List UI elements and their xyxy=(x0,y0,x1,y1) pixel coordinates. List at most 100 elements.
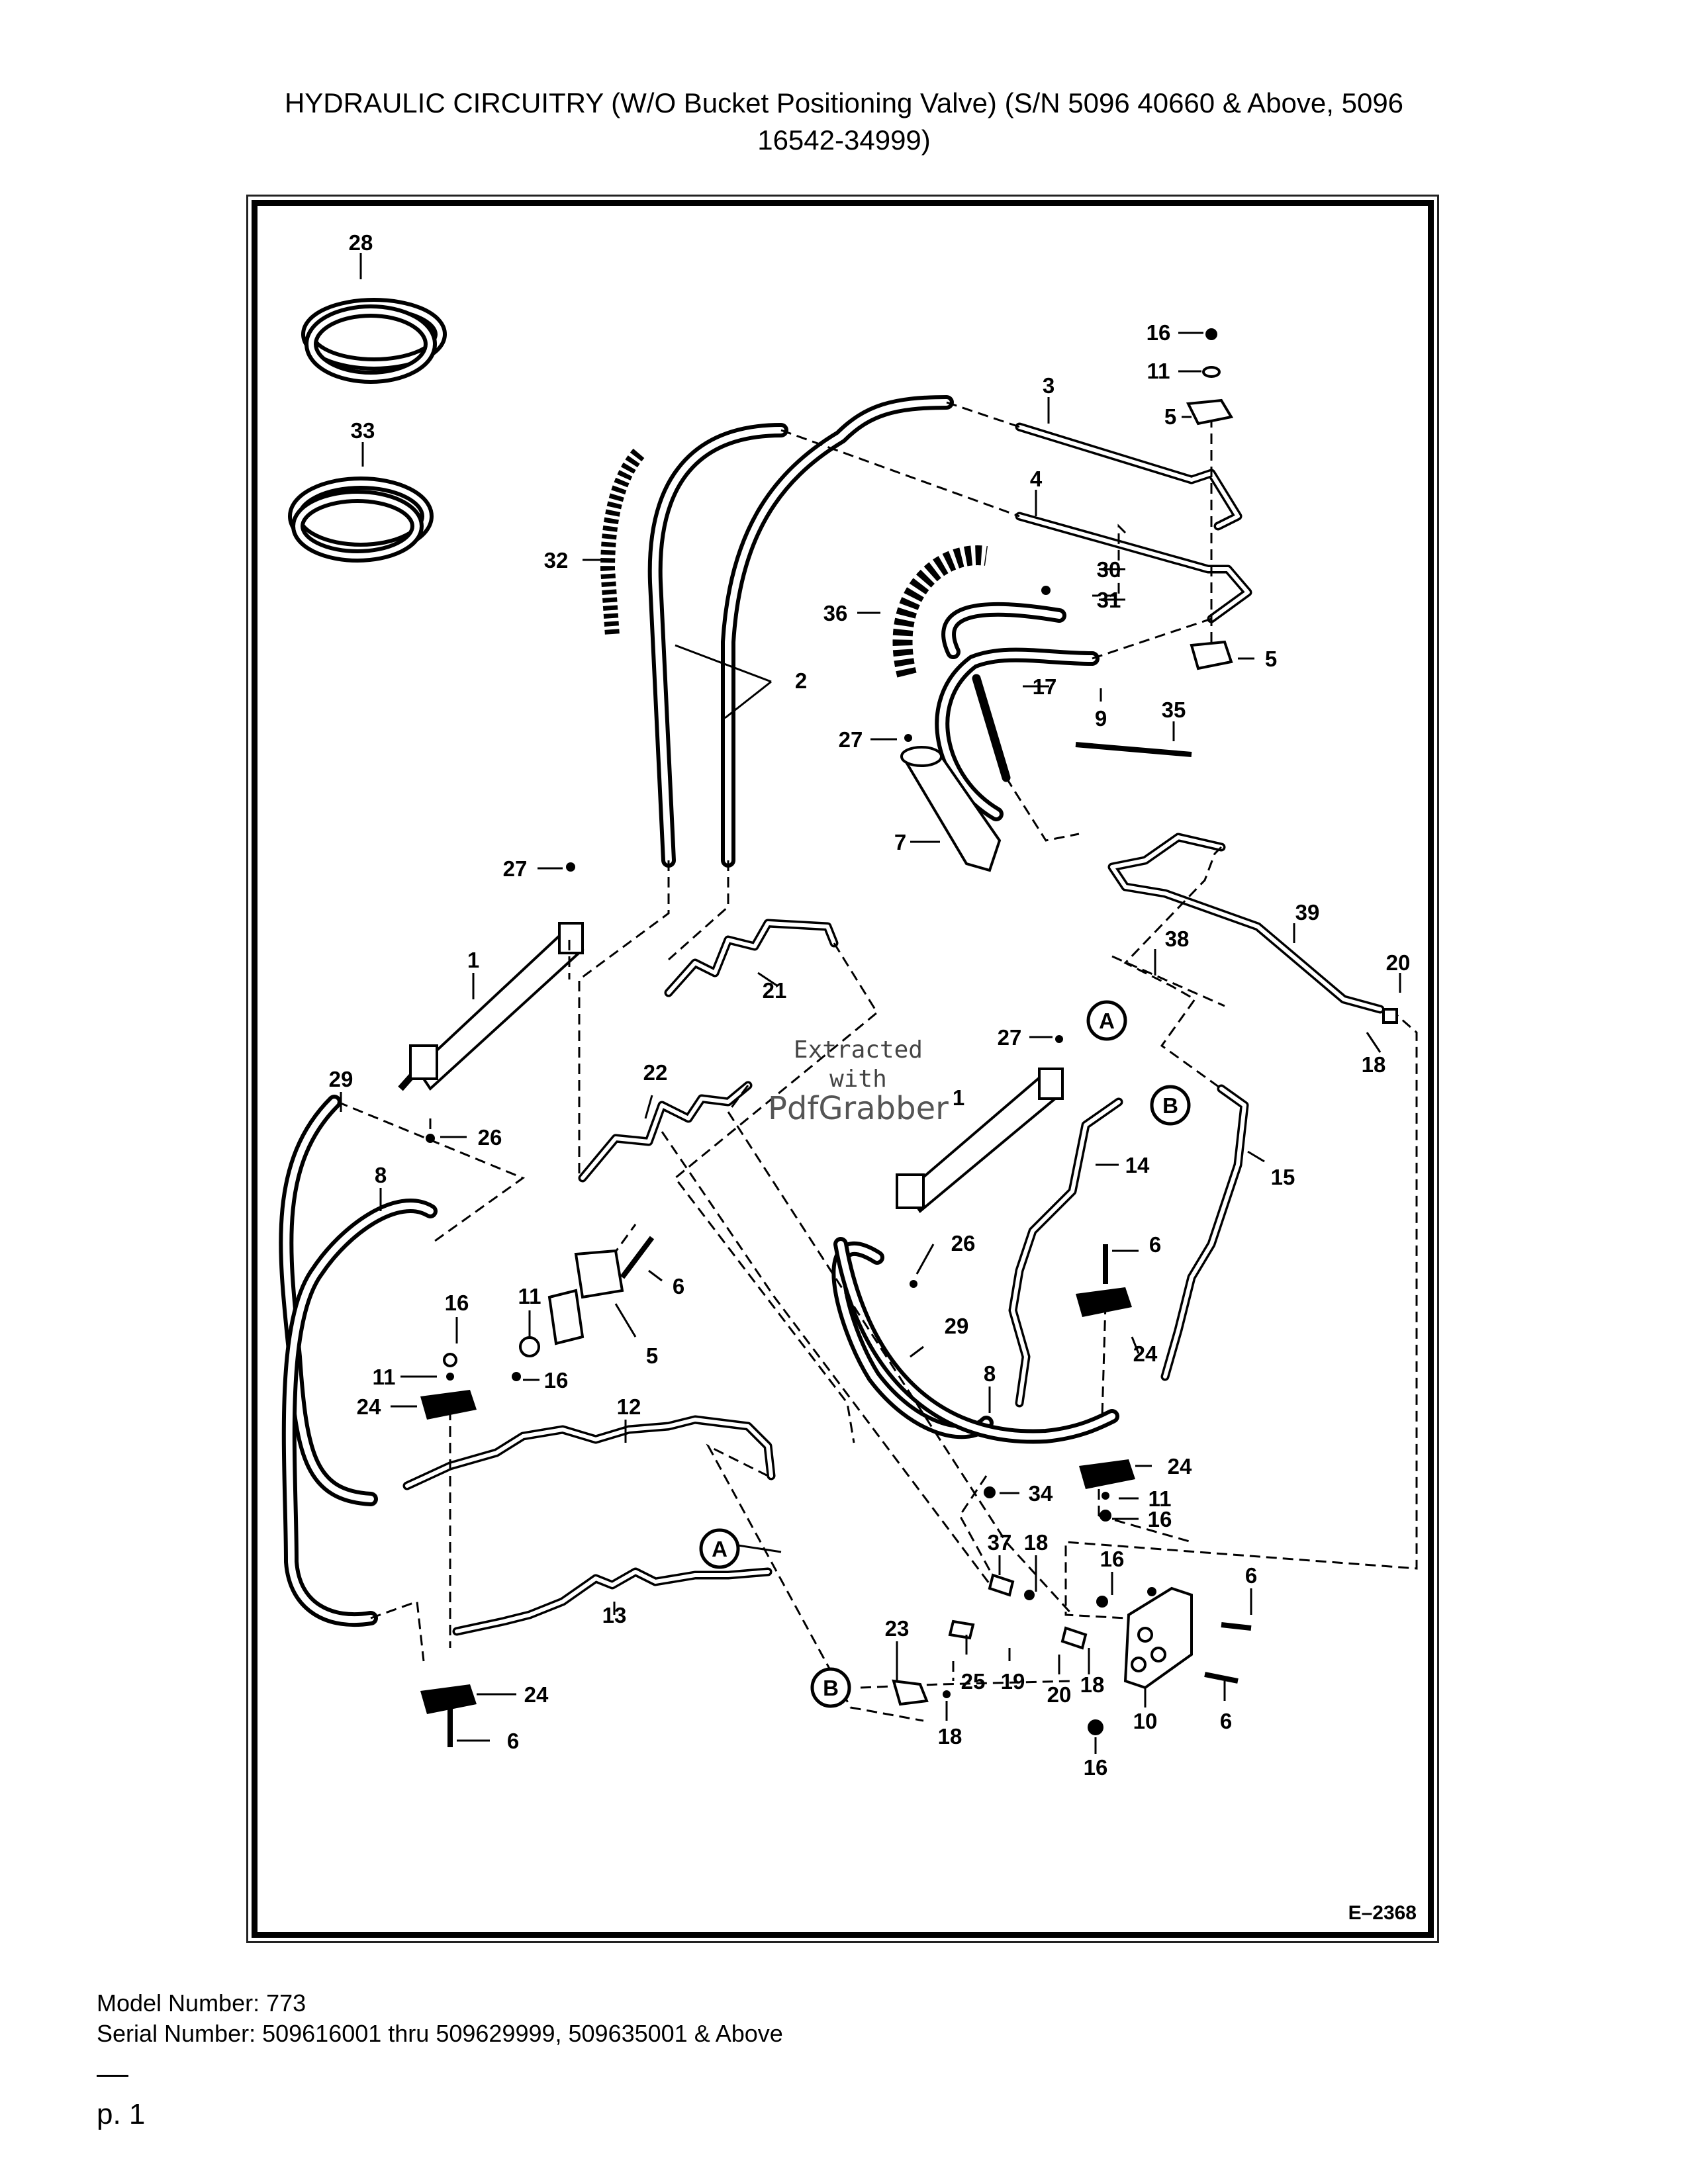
callout-18d: 18 xyxy=(938,1724,962,1749)
callout-16a: 16 xyxy=(1147,320,1171,345)
watermark-line-1: Extracted xyxy=(793,1036,923,1064)
callout-6b: 6 xyxy=(1149,1232,1161,1257)
callout-14: 14 xyxy=(1125,1153,1150,1177)
callout-31: 31 xyxy=(1097,588,1121,612)
callout-35: 35 xyxy=(1162,698,1186,722)
connector-a-upper: A xyxy=(1086,1000,1127,1041)
watermark-brand: PdfGrabber xyxy=(768,1090,949,1127)
callout-36: 36 xyxy=(823,601,848,625)
callout-leaders xyxy=(340,253,1401,1754)
callout-labels: 28 33 32 2 16 11 5 3 4 30 31 36 17 9 5 3… xyxy=(329,230,1411,1780)
tubes-3-4 xyxy=(1015,422,1252,623)
watermark-line-2: with xyxy=(829,1066,887,1093)
callout-37: 37 xyxy=(988,1530,1012,1555)
callout-4: 4 xyxy=(1030,467,1043,491)
connector-b-upper: B xyxy=(1150,1085,1191,1126)
footer-rule xyxy=(97,2075,128,2077)
spiral-wrap-32 xyxy=(600,448,645,636)
callout-2: 2 xyxy=(795,668,807,693)
callout-13: 13 xyxy=(602,1603,627,1627)
callout-16f: 16 xyxy=(1084,1755,1108,1780)
callout-1a: 1 xyxy=(467,948,479,972)
callout-6e: 6 xyxy=(507,1729,519,1753)
footer: Model Number: 773 Serial Number: 5096160… xyxy=(97,1988,783,2049)
callout-5b: 5 xyxy=(1265,647,1277,671)
fittings xyxy=(426,328,1398,1735)
callout-20b: 20 xyxy=(1047,1682,1072,1707)
connector-a-upper-label: A xyxy=(1099,1009,1115,1033)
connector-b-lower: B xyxy=(810,1667,851,1708)
rod-35 xyxy=(1075,742,1192,757)
diagram-code: E–2368 xyxy=(1348,1902,1417,1924)
watermark: Extracted with PdfGrabber xyxy=(768,1036,949,1127)
callout-27a: 27 xyxy=(839,727,863,752)
callout-1b: 1 xyxy=(953,1085,964,1110)
callout-27c: 27 xyxy=(998,1025,1022,1050)
callout-39: 39 xyxy=(1295,900,1320,925)
hoses-2 xyxy=(647,395,954,868)
serial-number: Serial Number: 509616001 thru 509629999,… xyxy=(97,2020,783,2047)
callout-24c: 24 xyxy=(1168,1454,1192,1479)
coiled-hose-33 xyxy=(288,477,434,563)
coiled-hose-28 xyxy=(301,298,447,384)
callout-10: 10 xyxy=(1133,1709,1158,1733)
callout-16d: 16 xyxy=(1148,1507,1172,1531)
callout-11d: 11 xyxy=(1149,1486,1172,1511)
callout-24b: 24 xyxy=(1133,1342,1158,1366)
callout-19: 19 xyxy=(1001,1669,1025,1694)
callout-8a: 8 xyxy=(375,1163,387,1187)
callout-11c: 11 xyxy=(373,1365,396,1389)
callout-6c: 6 xyxy=(1245,1563,1257,1588)
model-number: Model Number: 773 xyxy=(97,1989,306,2017)
cylinder-1-right xyxy=(896,1068,1064,1213)
connector-b-upper-label: B xyxy=(1162,1093,1178,1118)
callout-18c: 18 xyxy=(1080,1672,1105,1697)
callout-28: 28 xyxy=(349,230,373,255)
cylinder-7 xyxy=(900,746,1002,872)
callout-5a: 5 xyxy=(1164,404,1176,429)
connector-a-lower-label: A xyxy=(712,1537,727,1561)
diagram-frame-outer xyxy=(246,195,1439,1943)
callout-25: 25 xyxy=(961,1669,986,1694)
callout-29a: 29 xyxy=(329,1067,353,1091)
callout-24a: 24 xyxy=(357,1394,381,1419)
page-title: HYDRAULIC CIRCUITRY (W/O Bucket Position… xyxy=(132,85,1556,159)
cylinder-1-left xyxy=(398,922,585,1091)
callout-3: 3 xyxy=(1043,373,1055,398)
bolts xyxy=(447,1236,1252,1747)
callout-33: 33 xyxy=(351,418,375,443)
callout-16c: 16 xyxy=(544,1368,569,1392)
control-valve-10 xyxy=(1123,1586,1193,1690)
callout-23: 23 xyxy=(885,1616,910,1641)
hose-36 xyxy=(892,545,988,678)
page-number: p. 1 xyxy=(97,2098,146,2130)
callout-6d: 6 xyxy=(1220,1709,1232,1733)
connector-a-lower: A xyxy=(699,1528,782,1569)
callout-29b: 29 xyxy=(945,1314,969,1338)
callout-11b: 11 xyxy=(518,1284,541,1308)
callout-24d: 24 xyxy=(524,1682,549,1707)
callout-18b: 18 xyxy=(1024,1530,1049,1555)
callout-27b: 27 xyxy=(503,856,528,881)
callout-20a: 20 xyxy=(1386,950,1411,975)
callout-16b: 16 xyxy=(445,1291,469,1315)
callout-32: 32 xyxy=(544,548,569,572)
callout-9: 9 xyxy=(1095,706,1107,731)
callout-15: 15 xyxy=(1271,1165,1295,1189)
callout-17: 17 xyxy=(1033,674,1057,699)
callout-21: 21 xyxy=(763,978,787,1003)
callout-30: 30 xyxy=(1097,557,1121,582)
dashed-leaders xyxy=(337,401,1418,1722)
callout-7: 7 xyxy=(894,830,906,854)
callout-26a: 26 xyxy=(478,1125,502,1150)
title-line-2: 16542-34999) xyxy=(757,124,931,156)
callout-5c: 5 xyxy=(646,1343,658,1368)
title-line-1: HYDRAULIC CIRCUITRY (W/O Bucket Position… xyxy=(284,87,1404,118)
diagram-frame xyxy=(252,200,1434,1938)
callout-6a: 6 xyxy=(673,1274,684,1298)
callout-8b: 8 xyxy=(984,1361,996,1386)
hose-17 xyxy=(972,674,1011,782)
callout-16e: 16 xyxy=(1100,1547,1125,1571)
callout-18a: 18 xyxy=(1362,1052,1386,1077)
